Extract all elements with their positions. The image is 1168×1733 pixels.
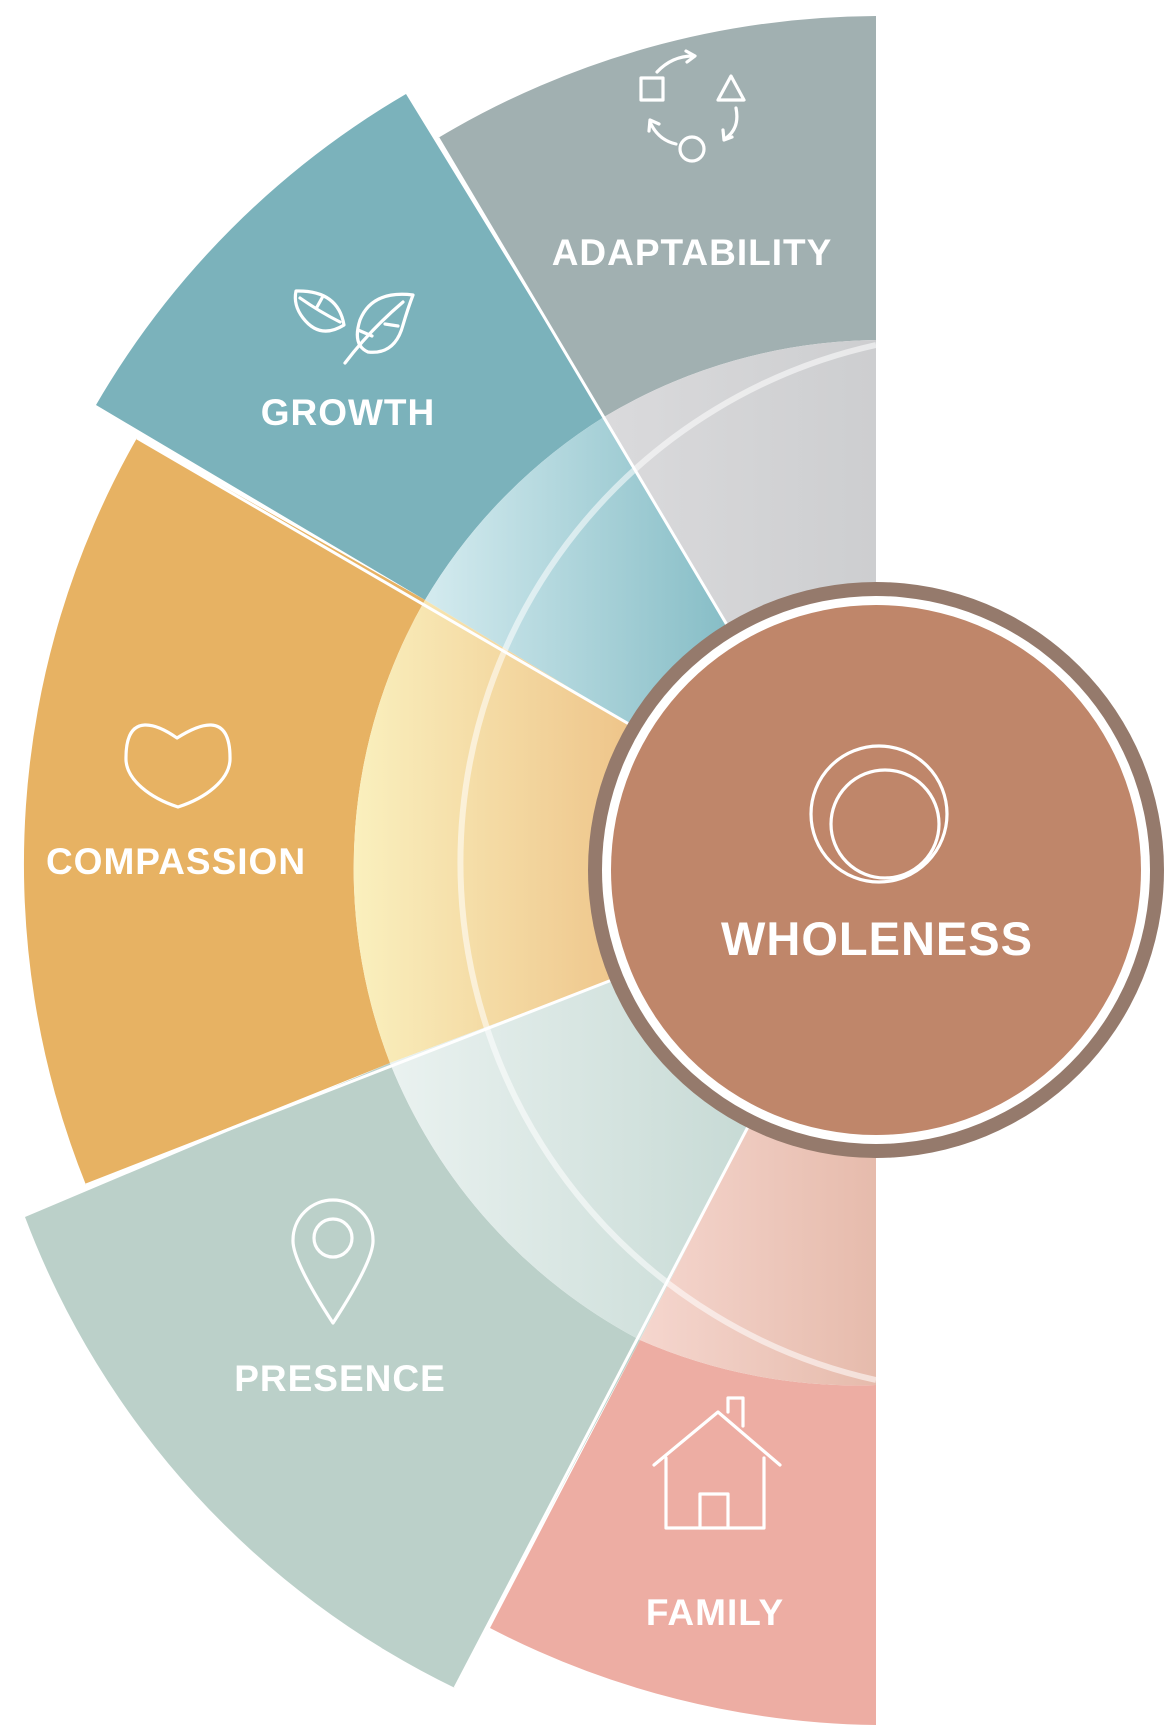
inner-ring-compassion xyxy=(353,600,634,1063)
segment-adaptability xyxy=(438,16,876,417)
heart-icon xyxy=(124,723,232,809)
segment-growth xyxy=(96,94,604,600)
segment-family xyxy=(490,1340,876,1725)
segment-label-family: FAMILY xyxy=(646,1592,784,1633)
center-label: WHOLENESS xyxy=(721,912,1033,965)
house-icon xyxy=(652,1396,782,1530)
inner-ring-family xyxy=(640,1121,876,1386)
location-pin-icon xyxy=(291,1198,375,1325)
inner-ring-presence xyxy=(390,978,751,1340)
concentric-circles-icon xyxy=(809,744,949,884)
segment-dividers xyxy=(85,137,753,1689)
segment-label-compassion: COMPASSION xyxy=(46,841,306,882)
inner-ring-growth xyxy=(425,417,730,727)
segment-label-adaptability: ADAPTABILITY xyxy=(552,232,833,273)
segment-label-growth: GROWTH xyxy=(261,392,436,433)
inner-ring-adaptability xyxy=(604,340,876,630)
segment-label-presence: PRESENCE xyxy=(234,1358,446,1399)
inner-ring-edge xyxy=(457,342,877,1383)
leaves-icon xyxy=(293,289,415,365)
center-circle xyxy=(611,605,1141,1135)
cycle-shapes-icon xyxy=(639,49,746,163)
segment-presence xyxy=(25,1063,640,1688)
segment-compassion xyxy=(23,438,425,1185)
